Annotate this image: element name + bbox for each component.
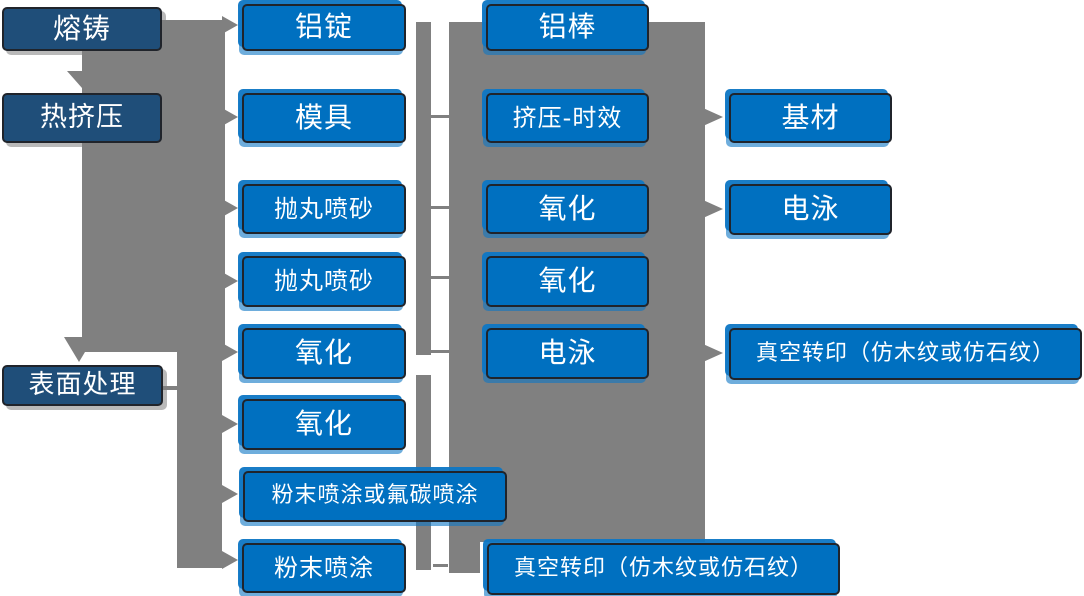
process-node: 表面处理 (2, 365, 163, 406)
process-node: 氧化 (486, 256, 649, 307)
process-node: 氧化 (486, 184, 649, 234)
arrowhead-right-icon (222, 272, 238, 290)
arrowhead-right-icon (703, 344, 723, 362)
process-node: 热挤压 (2, 93, 162, 143)
connector-mid-collector-upper (416, 22, 431, 355)
connector-left-main-band (82, 20, 225, 352)
process-node: 粉末喷涂或氟碳喷涂 (243, 471, 507, 522)
process-node: 真空转印（仿木纹或仿石纹） (729, 328, 1082, 380)
process-node: 电泳 (486, 328, 649, 379)
connector-link-blast2-row (431, 276, 449, 279)
connector-link-mold-row (431, 115, 449, 118)
arrowhead-right-icon (222, 343, 238, 361)
process-node: 抛丸喷砂 (242, 256, 406, 307)
arrowhead-right-icon (222, 415, 238, 433)
connector-link-powder-row (433, 564, 448, 567)
arrowhead-right-icon (222, 485, 238, 503)
arrowhead-right-icon (703, 108, 723, 126)
process-node: 氧化 (242, 328, 406, 379)
connector-link-blast1-row (431, 206, 449, 209)
arrowhead-down-icon (64, 337, 94, 362)
process-node: 粉末喷涂 (242, 543, 406, 593)
connector-link-oxide-row (431, 350, 449, 353)
process-node: 熔铸 (2, 7, 162, 51)
process-node: 氧化 (242, 399, 406, 450)
process-node: 铝棒 (486, 4, 649, 51)
process-node: 抛丸喷砂 (242, 184, 406, 234)
arrowhead-right-icon (222, 551, 238, 569)
arrowhead-right-icon (703, 200, 723, 218)
process-node: 电泳 (729, 184, 892, 235)
process-node: 铝锭 (242, 4, 406, 51)
arrowhead-right-icon (222, 108, 238, 126)
arrowhead-down-icon (67, 71, 97, 88)
connector-link-surface-treatment (163, 386, 178, 390)
connector-left-lower-band (177, 352, 222, 568)
connector-center-panel-foot (449, 542, 480, 573)
process-node: 真空转印（仿木纹或仿石纹） (487, 543, 840, 595)
process-node: 基材 (729, 93, 892, 143)
arrowhead-right-icon (222, 16, 238, 34)
arrowhead-right-icon (222, 199, 238, 217)
process-node: 模具 (242, 93, 406, 143)
process-node: 挤压-时效 (486, 93, 649, 143)
